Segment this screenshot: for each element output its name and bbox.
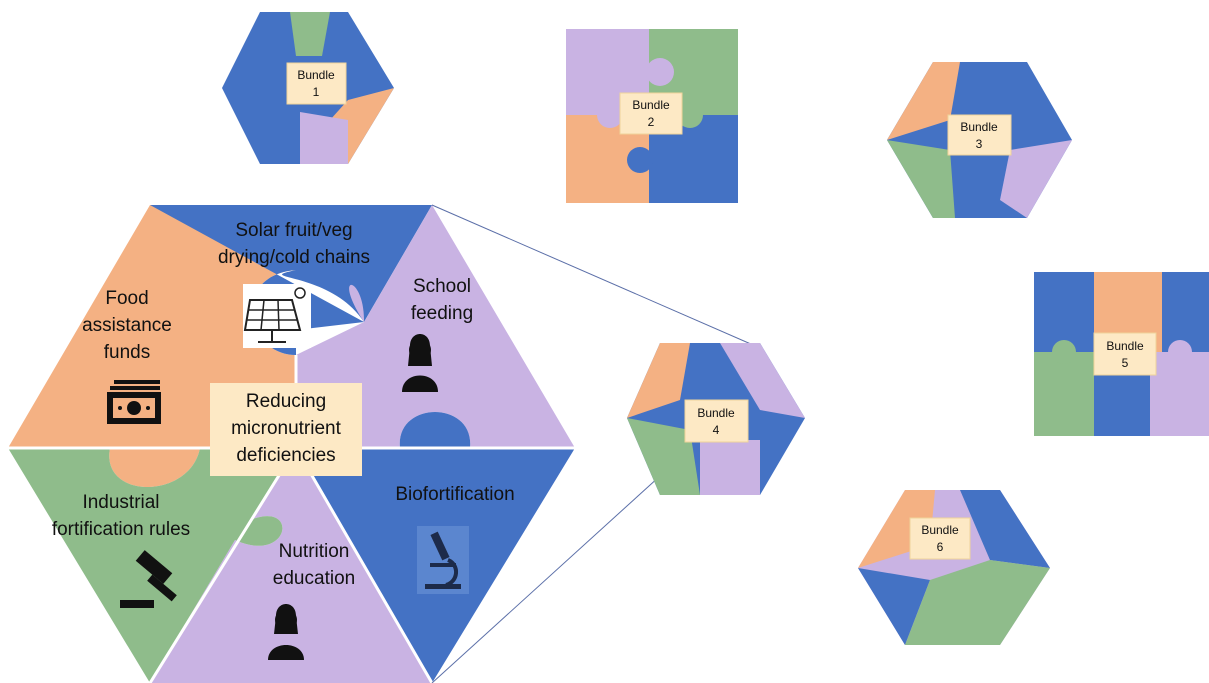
- food-label-2: assistance: [82, 315, 172, 336]
- bundle-6: Bundle 6: [858, 490, 1050, 645]
- industrial-label-2: fortification rules: [52, 519, 190, 540]
- bundle-3-line-2: 3: [976, 137, 983, 151]
- bundle-3-line-1: Bundle: [960, 120, 998, 134]
- money-icon: [107, 380, 161, 424]
- piece-nutrition-education: [150, 448, 432, 683]
- bundle-1: Bundle 1: [222, 12, 394, 164]
- school-label-2: feeding: [411, 303, 473, 324]
- bundle-2: Bundle 2: [566, 29, 738, 203]
- bundle-2-line-2: 2: [648, 115, 655, 129]
- bundle-4-line-2: 4: [713, 423, 720, 437]
- center-line-3: deficiencies: [236, 445, 335, 466]
- bundle-6-line-1: Bundle: [921, 523, 959, 537]
- bundle-1-line-2: 1: [313, 85, 320, 99]
- piece-school-feeding: [296, 205, 575, 448]
- center-label: Reducing micronutrient deficiencies: [210, 383, 362, 476]
- bundle-4-line-1: Bundle: [697, 406, 735, 420]
- bundle-1-line-1: Bundle: [297, 68, 335, 82]
- nutrition-label-2: education: [273, 568, 355, 589]
- center-line-1: Reducing: [246, 391, 326, 412]
- microscope-icon: [417, 526, 469, 594]
- nutrition-label-1: Nutrition: [279, 541, 350, 562]
- bundle-5-line-2: 5: [1122, 356, 1129, 370]
- main-labels: Solar fruit/veg drying/cold chains Schoo…: [52, 220, 515, 589]
- solar-panel-icon: [243, 284, 311, 348]
- food-label-3: funds: [104, 342, 150, 363]
- food-label-1: Food: [105, 288, 148, 309]
- solar-label-1: Solar fruit/veg: [235, 220, 352, 241]
- bundle-6-line-2: 6: [937, 540, 944, 554]
- school-label-1: School: [413, 276, 471, 297]
- solar-label-2: drying/cold chains: [218, 247, 370, 268]
- industrial-label-1: Industrial: [82, 492, 159, 513]
- center-line-2: micronutrient: [231, 418, 342, 439]
- bundle-2-line-1: Bundle: [632, 98, 670, 112]
- zoom-line-bottom: [431, 475, 661, 683]
- person-icon: [268, 604, 304, 660]
- bundle-4: Bundle 4: [627, 343, 805, 495]
- gavel-icon: [120, 550, 177, 608]
- bundle-5-line-1: Bundle: [1106, 339, 1144, 353]
- bundle-3: Bundle 3: [887, 62, 1072, 218]
- biofort-label: Biofortification: [395, 484, 514, 505]
- zoom-line-top: [431, 204, 761, 349]
- bundle-5: Bundle 5: [1034, 272, 1209, 436]
- person-icon: [402, 334, 438, 392]
